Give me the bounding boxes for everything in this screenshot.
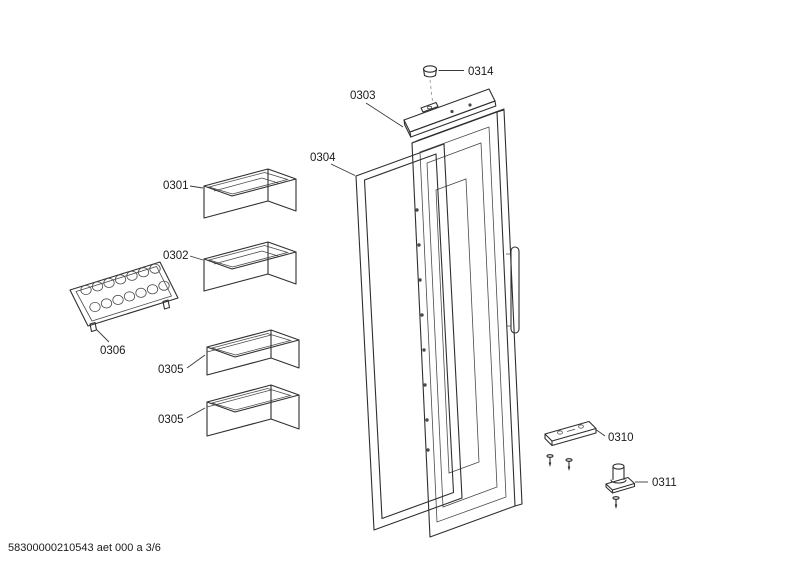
egg-tray-inner-border: [75, 266, 173, 322]
bin-interior-line: [213, 177, 279, 192]
bracket-hole: [578, 424, 584, 429]
bin-inner-rim: [207, 172, 289, 195]
door-panel-part: [403, 88, 523, 538]
cap-plug-hole: [426, 105, 433, 110]
egg-tray-feet: [89, 299, 171, 333]
part-label-0311: 0311: [652, 477, 677, 489]
door-liner-frame-outer: [419, 126, 507, 523]
plug-cap-body: [422, 68, 438, 78]
bin-inner-rim: [210, 388, 292, 411]
bin-front-face: [206, 329, 272, 376]
bin-front-rolled-edge: [206, 334, 272, 353]
leader-line-0310: [596, 429, 606, 437]
door-side-return: [496, 109, 523, 507]
screw-icon: [612, 496, 620, 509]
bracket-thickness: [544, 427, 597, 447]
leader-line-0305-lower: [186, 407, 206, 419]
bracket-slot: [566, 428, 576, 432]
door-top-cap-tab: [420, 101, 439, 113]
pin-collar: [610, 479, 627, 484]
bin-front-rolled-edge: [206, 389, 272, 408]
door-bin-0305-upper-part: [206, 329, 300, 376]
door-mounting-holes: [415, 208, 430, 452]
pin-base-thickness: [605, 482, 636, 494]
hinge-pin-part: [605, 463, 636, 494]
bin-side-face: [267, 178, 297, 212]
bin-rim: [203, 241, 297, 270]
door-handle: [510, 246, 520, 334]
leader-line-0306: [96, 329, 110, 343]
pin-top: [612, 463, 625, 470]
leader-line-0302: [189, 255, 204, 261]
cap-screw-hole: [450, 109, 454, 114]
gasket-outer-edge: [355, 143, 463, 531]
bin-front-face: [203, 168, 269, 219]
bin-side-face: [267, 251, 297, 285]
bin-side-face: [270, 394, 300, 430]
bin-inner-rim: [207, 245, 289, 268]
egg-tray-outline: [69, 261, 179, 327]
egg-tray-cups: [80, 263, 170, 312]
door-top-cap: [403, 88, 496, 133]
bin-rim: [206, 329, 300, 358]
bin-front-face: [203, 241, 269, 292]
part-label-0305-upper: 0305: [158, 364, 184, 376]
leader-line-0303: [365, 102, 404, 128]
bin-rim: [203, 168, 297, 197]
door-bin-0301-part: [203, 168, 297, 219]
part-label-0305-lower: 0305: [158, 414, 184, 426]
part-label-0302: 0302: [163, 250, 189, 262]
part-label-0301: 0301: [163, 180, 189, 192]
part-label-0310: 0310: [608, 432, 634, 444]
plug-cap-part: [422, 65, 438, 102]
door-top-cap-end: [403, 119, 412, 138]
leader-lines: [96, 70, 648, 483]
part-label-0306: 0306: [100, 345, 126, 357]
part-labels: 0314 0303 0304 0301 0302 0306 0305 0305 …: [100, 66, 677, 489]
hinge-bracket-part: [544, 420, 597, 447]
door-gasket-part: [355, 143, 463, 531]
pin-sides: [612, 465, 625, 481]
document-footer-code: 58300000210543 aet 000 a 3/6: [8, 542, 161, 554]
door-handle-mounts: [506, 253, 511, 327]
bin-interior-line: [213, 250, 279, 265]
screw-icon: [546, 454, 554, 467]
part-label-0303: 0303: [350, 90, 376, 102]
leader-line-0304: [330, 163, 356, 176]
cap-screw-hole: [468, 103, 472, 107]
bin-rim: [206, 384, 300, 413]
door-bin-0305-lower-part: [206, 384, 300, 437]
door-bin-0302-part: [203, 241, 297, 292]
bin-front-face: [206, 384, 272, 437]
door-liner-frame-inner: [426, 142, 498, 508]
part-label-0304: 0304: [310, 152, 336, 164]
egg-tray-part: [69, 261, 179, 333]
door-top-cap-front: [409, 100, 497, 138]
bracket-hole: [557, 430, 563, 435]
bin-inner-rim: [210, 333, 292, 356]
plug-cap-top: [422, 65, 438, 73]
door-center-recess: [435, 178, 480, 474]
screw-icon: [565, 458, 573, 471]
bracket-top-face: [544, 420, 597, 442]
gasket-inner-edge: [363, 153, 455, 520]
plug-projection-line: [429, 79, 433, 102]
leader-line-0305-upper: [186, 354, 206, 369]
leader-line-0301: [189, 185, 204, 189]
bin-side-face: [270, 339, 300, 369]
part-label-0314: 0314: [468, 66, 494, 78]
